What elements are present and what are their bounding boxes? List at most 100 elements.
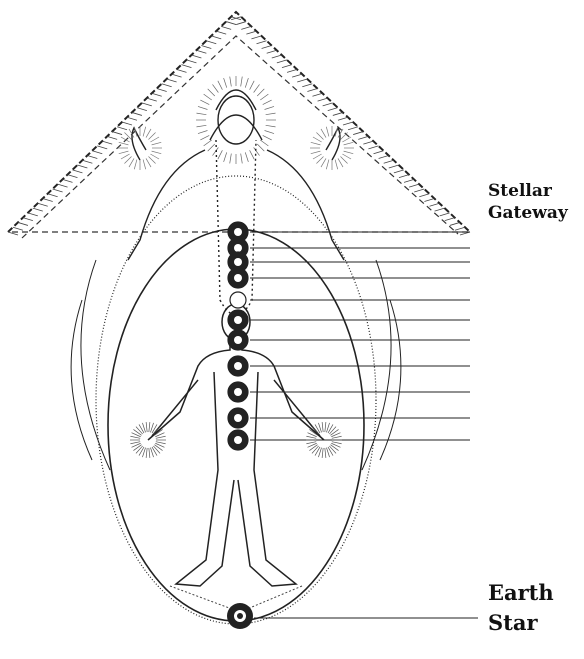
chakra-center [234, 388, 242, 396]
halo-ray [196, 125, 206, 127]
hatch-stroke [18, 222, 28, 225]
halo-ray [218, 81, 223, 90]
hatch-stroke [389, 165, 399, 168]
earth-star-chakra [170, 586, 478, 629]
hand-halo-ray [326, 127, 329, 137]
halo-ray [266, 125, 276, 127]
hand-halo-ray [321, 129, 326, 138]
hatch-stroke [132, 112, 142, 115]
hand-halo-ray [311, 151, 321, 154]
hatch-stroke [122, 122, 132, 125]
hatch-stroke [409, 184, 419, 187]
hatch-stroke [72, 170, 82, 173]
halo-ray [241, 154, 243, 164]
hatch-stroke [77, 165, 87, 168]
hatch-stroke [177, 69, 187, 72]
hatch-stroke [181, 65, 191, 68]
halo-ray [260, 140, 268, 146]
hatch-stroke [43, 199, 53, 202]
stellar-gateway-label: Stellar Gateway [488, 180, 568, 224]
hand-halo-ray [150, 137, 159, 142]
hatch-stroke [455, 227, 465, 230]
hatch-stroke [28, 213, 38, 216]
hand-halo-ray [313, 137, 322, 142]
hatch-stroke [48, 194, 58, 197]
palm-glow-ray [312, 446, 319, 453]
hatch-stroke [450, 222, 460, 225]
hatch-stroke [67, 175, 77, 178]
hatch-stroke [206, 41, 216, 44]
hatch-stroke [33, 208, 43, 211]
halo-ray [245, 78, 248, 88]
hand-halo-ray [338, 158, 343, 167]
hatch-stroke [323, 103, 333, 106]
hatch-stroke [251, 36, 261, 39]
hand-halo-ray [143, 127, 146, 137]
palm-glow-ray [306, 436, 316, 438]
hatch-stroke [368, 146, 378, 149]
halo-ray [204, 140, 212, 146]
hatch-stroke [92, 151, 102, 154]
hand-halo-ray [313, 154, 322, 159]
hatch-stroke [246, 31, 256, 34]
hatch-stroke [107, 136, 117, 139]
halo-ray [250, 81, 255, 90]
hatch-stroke [167, 79, 177, 82]
hatch-stroke [424, 199, 434, 202]
hatch-stroke [137, 108, 147, 111]
hatch-stroke [82, 160, 92, 163]
hatch-stroke [241, 26, 251, 29]
hatch-stroke [328, 108, 338, 111]
hatch-stroke [312, 93, 322, 96]
halo-ray [212, 148, 218, 156]
chakra-disc [228, 408, 248, 428]
hand-halo-ray [124, 156, 131, 163]
chakra-center [234, 244, 242, 252]
hand-halo-ray [119, 151, 129, 154]
hand-halo-ray [311, 142, 321, 145]
hatch-stroke [172, 74, 182, 77]
hatch-stroke [196, 50, 206, 53]
hand-halo-ray [340, 156, 347, 163]
palm-glow-ray [156, 436, 166, 438]
hatch-stroke [112, 132, 122, 135]
palm-glow-ray [329, 446, 336, 453]
hatch-stroke [152, 93, 162, 96]
hatch-stroke [318, 98, 328, 101]
palm-glow-ray [136, 446, 143, 453]
chakra-disc [228, 268, 248, 288]
hatch-stroke [358, 136, 368, 139]
chakra-disc [230, 292, 246, 308]
halo-ray [254, 84, 260, 92]
earth-star-label: Earth Star [488, 578, 554, 638]
hatch-stroke [338, 117, 348, 120]
hand-halo-ray [146, 158, 151, 167]
hand-halo-ray [335, 160, 338, 170]
hatch-stroke [379, 155, 389, 158]
hatch-stroke [157, 89, 167, 92]
hatch-stroke [147, 98, 157, 101]
hatch-stroke [87, 155, 97, 158]
halo-ray [266, 113, 276, 115]
hatch-stroke [445, 218, 455, 221]
halo-ray [230, 154, 232, 164]
halo-ray [265, 106, 275, 109]
palm-glow-ray [322, 448, 323, 458]
chakra-disc [228, 356, 248, 376]
stellar-gateway-line1: Stellar [488, 180, 568, 202]
hatch-stroke [257, 41, 267, 44]
hand-halo-ray [121, 154, 130, 159]
hand-halo-ray [143, 160, 146, 170]
palm-glow-ray [325, 448, 326, 458]
chakra-center [234, 414, 242, 422]
hatch-stroke [353, 132, 363, 135]
hatch-stroke [63, 179, 73, 182]
hand-halo-ray [129, 158, 134, 167]
chakra-disc [228, 310, 248, 330]
hand-halo-ray [340, 132, 347, 139]
palm-glow-ray [329, 427, 336, 434]
halo-ray [196, 113, 206, 115]
chakra-disc [228, 430, 248, 450]
hatch-stroke [191, 55, 201, 58]
